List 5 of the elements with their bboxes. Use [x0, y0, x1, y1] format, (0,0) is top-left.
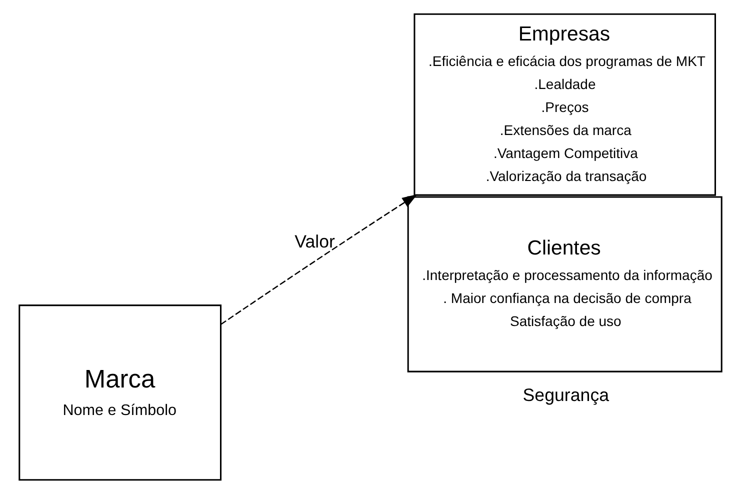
- node-box: Empresas .Eficiência e eficácia dos programas de MKT .Lealdade .Preços .Extensões da marca .Vantagem Competitiva .Valorização da transação: [414, 12, 716, 196]
- node-box: Clientes .Interpretação e processamento da informação . Maior confiança na decisão de compra Satisfação de uso: [407, 196, 722, 372]
- label: Segurança: [522, 384, 610, 405]
- edge-label: Valor: [294, 231, 335, 252]
- node-box: Marca Nome e Símbolo: [18, 304, 222, 480]
